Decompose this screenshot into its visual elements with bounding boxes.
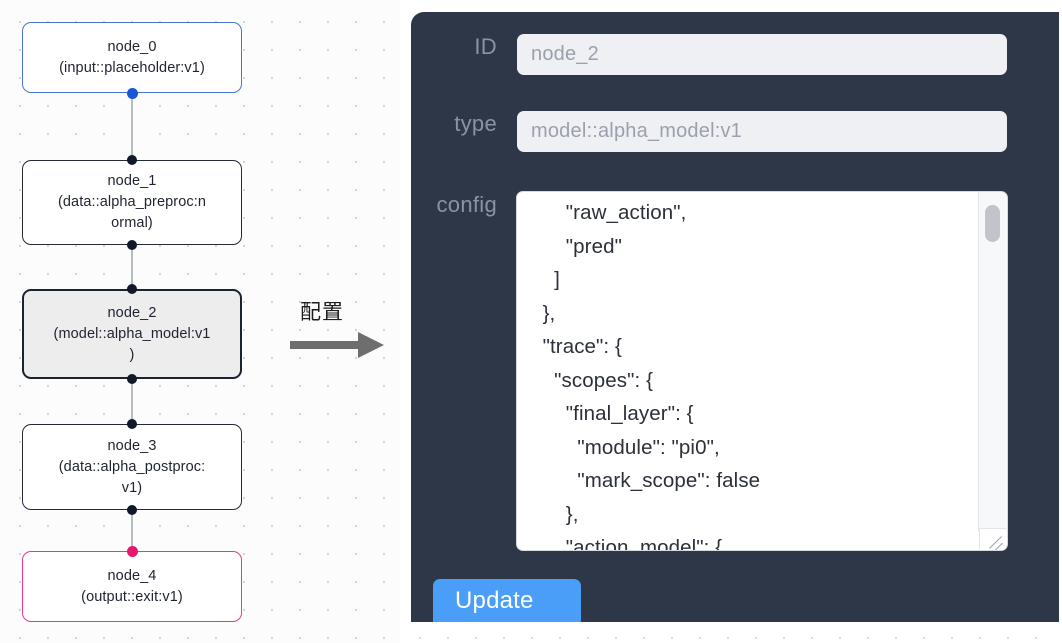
graph-node-port-target[interactable] xyxy=(127,284,137,294)
graph-node-node_3[interactable]: node_3 (data::alpha_postproc: v1) xyxy=(22,424,242,510)
graph-node-port-target[interactable] xyxy=(127,419,137,429)
graph-node-node_2[interactable]: node_2 (model::alpha_model:v1 ) xyxy=(22,289,242,379)
annotation-label: 配置 xyxy=(300,300,344,324)
field-row-type: type model::alpha_model:v1 xyxy=(411,111,1007,152)
graph-node-node_4[interactable]: node_4 (output::exit:v1) xyxy=(22,551,242,622)
field-row-config: config "raw_action", "pred" ] }, "trace"… xyxy=(411,192,1007,550)
id-input[interactable]: node_2 xyxy=(517,34,1007,75)
graph-node-node_1[interactable]: node_1 (data::alpha_preproc:n ormal) xyxy=(22,160,242,245)
graph-node-port-source[interactable] xyxy=(127,374,137,384)
config-textarea[interactable]: "raw_action", "pred" ] }, "trace": { "sc… xyxy=(542,201,761,550)
graph-node-port-source[interactable] xyxy=(127,240,137,250)
type-input[interactable]: model::alpha_model:v1 xyxy=(517,111,1007,152)
graph-node-label: node_1 (data::alpha_preproc:n ormal) xyxy=(57,173,207,231)
graph-node-port-source[interactable] xyxy=(126,87,138,99)
graph-node-label: node_4 (output::exit:v1) xyxy=(81,567,183,605)
annotation-arrow-group: 配置 xyxy=(288,296,398,366)
graph-node-label: node_2 (model::alpha_model:v1 ) xyxy=(53,304,211,363)
field-row-id: ID node_2 xyxy=(411,34,1007,75)
type-field-label: type xyxy=(454,111,497,136)
graph-edge[interactable] xyxy=(131,245,133,289)
config-field-label: config xyxy=(436,192,497,217)
node-config-panel: ID node_2 type model::alpha_model:v1 con… xyxy=(411,12,1059,622)
graph-canvas[interactable]: node_0 (input::placeholder:v1)node_1 (da… xyxy=(0,0,400,643)
config-scrollbar[interactable] xyxy=(978,192,1007,532)
update-button[interactable]: Update xyxy=(433,579,581,622)
graph-edge[interactable] xyxy=(131,379,133,424)
graph-node-node_0[interactable]: node_0 (input::placeholder:v1) xyxy=(22,22,242,93)
graph-node-port-target[interactable] xyxy=(126,545,138,557)
graph-edge[interactable] xyxy=(131,93,133,160)
config-scrollbar-thumb[interactable] xyxy=(985,205,1000,242)
graph-node-port-target[interactable] xyxy=(127,155,137,165)
graph-node-label: node_3 (data::alpha_postproc: v1) xyxy=(58,437,206,496)
graph-node-port-source[interactable] xyxy=(127,505,137,515)
right-arrow-icon xyxy=(290,332,384,358)
config-textarea-wrapper[interactable]: "raw_action", "pred" ] }, "trace": { "sc… xyxy=(517,192,1007,550)
id-field-label: ID xyxy=(474,34,497,59)
resize-handle-icon[interactable] xyxy=(979,528,1006,549)
graph-node-label: node_0 (input::placeholder:v1) xyxy=(59,38,205,76)
graph-edge[interactable] xyxy=(131,510,133,551)
